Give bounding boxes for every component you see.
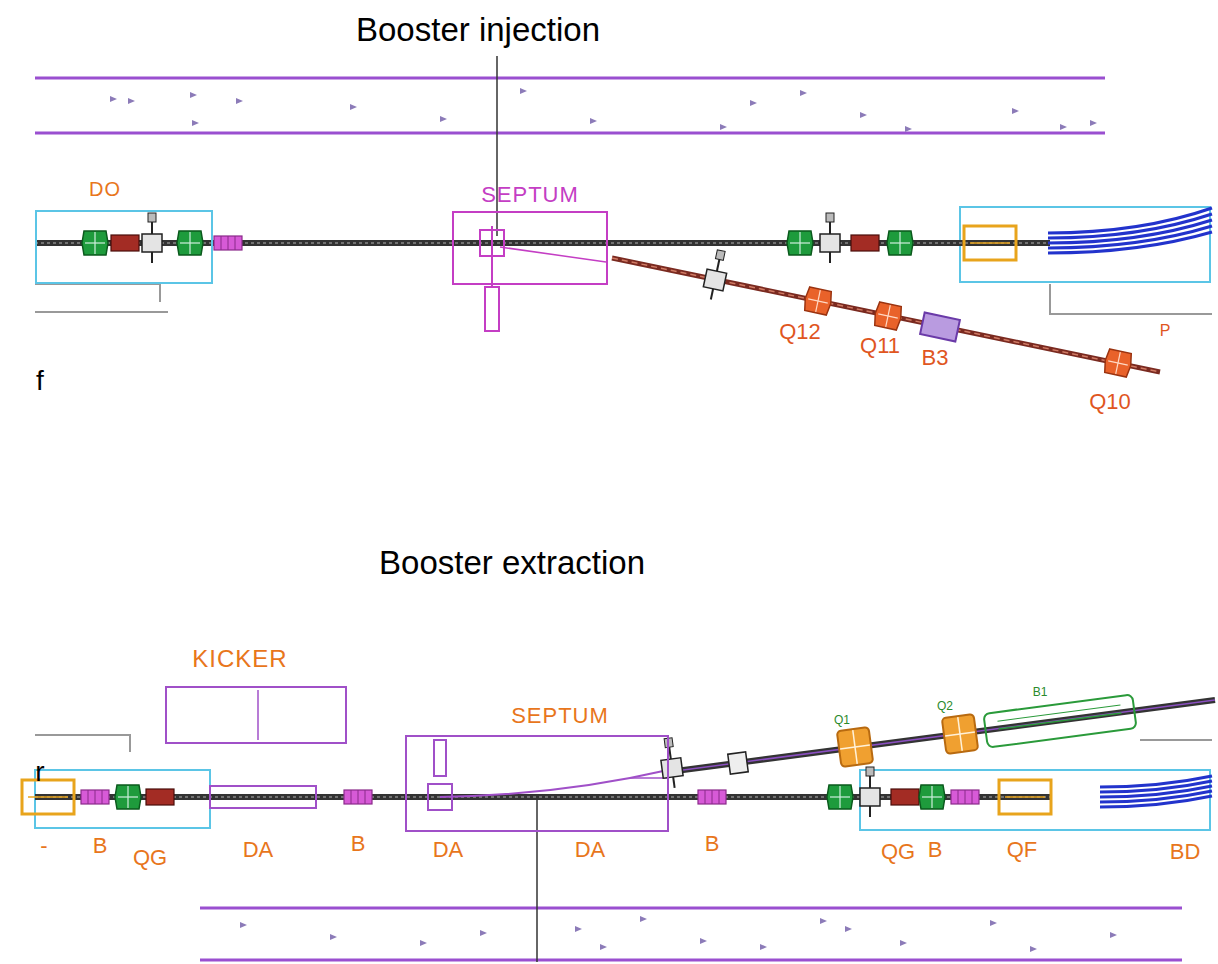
component-label: B (928, 838, 943, 862)
component-label: QG (881, 840, 915, 864)
component-label: DA (243, 838, 274, 862)
extraction-line (668, 700, 1215, 772)
ring-elements (22, 767, 1051, 817)
component-label: Q12 (779, 320, 821, 344)
component-label: BD (1170, 840, 1201, 864)
dipole-magnet (1100, 776, 1212, 807)
component-label: B3 (922, 346, 949, 370)
component-outline (165, 686, 347, 744)
component-heading: SEPTUM (481, 183, 579, 207)
kicker-internals (210, 690, 316, 808)
component-label: B (93, 834, 108, 858)
tunnel-wall (200, 908, 1182, 960)
cut-text: r (35, 757, 44, 788)
quad-cell: DO (35, 178, 213, 284)
component-label: Q11 (860, 334, 900, 358)
component-label: Q1 (834, 714, 850, 727)
cut-text: f (36, 366, 44, 397)
septum-internals (428, 740, 668, 810)
pointer-line (496, 56, 498, 236)
component-label: Q2 (937, 700, 953, 713)
component-label: DA (433, 838, 464, 862)
injection-elements (701, 249, 1133, 378)
component-label: Q10 (1089, 390, 1131, 414)
section-title: Booster extraction (379, 545, 645, 581)
component-outline (452, 211, 608, 285)
injection-line (612, 258, 1160, 372)
dipole-magnet (1048, 208, 1212, 253)
kicker-magnet: KICKER (165, 646, 347, 744)
section-title: Booster injection (356, 12, 600, 48)
component-label: - (40, 834, 47, 858)
component-outline (405, 735, 669, 832)
component-heading: KICKER (192, 646, 287, 672)
component-outline (35, 210, 213, 284)
extraction-elements (658, 694, 1136, 789)
septum-magnet: SEPTUM (405, 704, 669, 832)
component-label: DA (575, 838, 606, 862)
ring-elements (82, 213, 1016, 263)
component-label: B (351, 832, 366, 856)
component-heading: DO (89, 178, 121, 200)
septum-magnet: SEPTUM (452, 183, 608, 285)
component-heading: SEPTUM (511, 704, 609, 728)
tunnel-wall (35, 78, 1105, 133)
component-label: B (705, 832, 720, 856)
septum-internals (480, 226, 606, 331)
component-label: QF (1007, 838, 1038, 862)
pointer-line (536, 797, 538, 962)
component-label: P (1160, 322, 1171, 340)
support-outline (35, 284, 1212, 314)
component-label: B1 (1033, 686, 1048, 699)
component-label: QG (133, 846, 167, 870)
